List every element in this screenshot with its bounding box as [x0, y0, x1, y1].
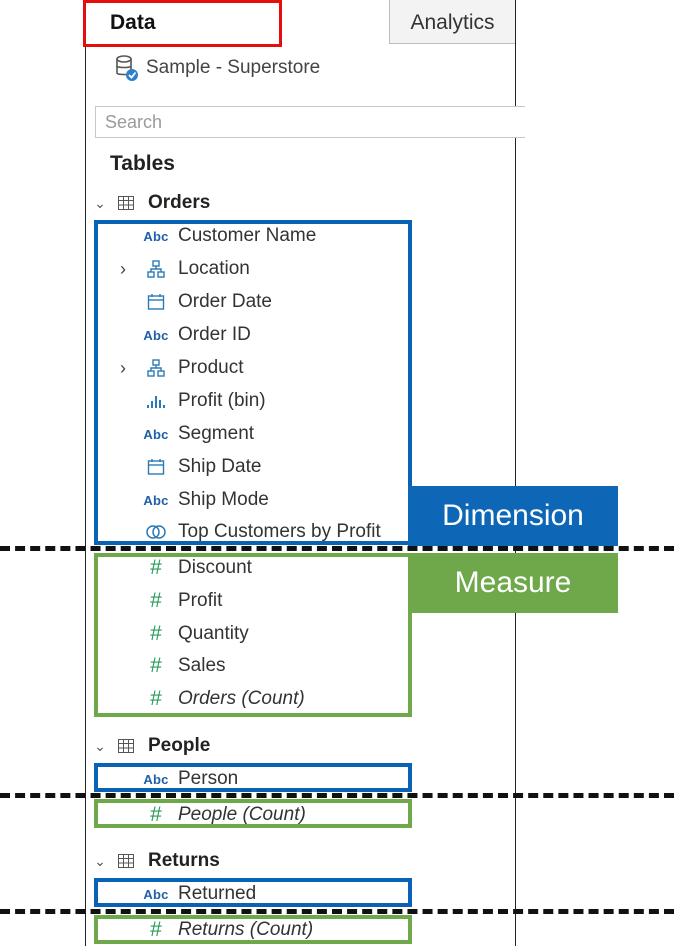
table-name: People	[148, 735, 211, 756]
field-top-customers-by-profit[interactable]: Top Customers by Profit	[112, 516, 412, 548]
string-type-icon: Abc	[143, 492, 169, 508]
field-person[interactable]: Abc Person	[143, 768, 239, 789]
table-icon	[118, 196, 134, 210]
field-ship-date[interactable]: Ship Date	[112, 451, 412, 483]
field-sales[interactable]: # Sales	[150, 654, 226, 677]
datasource-name: Sample - Superstore	[146, 57, 321, 78]
field-discount[interactable]: # Discount	[150, 556, 252, 579]
number-type-icon: #	[150, 654, 162, 677]
number-type-icon: #	[150, 622, 162, 645]
string-type-icon: Abc	[143, 771, 169, 787]
search-input[interactable]	[95, 106, 525, 138]
table-icon	[118, 739, 134, 753]
separator-dashed	[0, 909, 674, 914]
string-type-icon: Abc	[143, 886, 169, 902]
chevron-right-icon[interactable]: ›	[120, 357, 126, 378]
calendar-icon	[147, 459, 165, 475]
hierarchy-icon	[147, 260, 165, 278]
number-type-icon: #	[150, 556, 162, 579]
field-profit[interactable]: # Profit	[150, 589, 223, 612]
bin-bars-icon	[147, 396, 165, 408]
chevron-right-icon[interactable]: ›	[120, 258, 126, 279]
returns-measures-box	[94, 915, 412, 944]
field-segment[interactable]: Abc Segment	[143, 423, 255, 444]
dimension-legend: Dimension	[408, 486, 618, 546]
table-name: Returns	[148, 850, 220, 871]
measure-legend: Measure	[408, 553, 618, 613]
separator-dashed	[0, 546, 674, 551]
table-name: Orders	[148, 192, 211, 213]
table-people[interactable]: ⌄ People	[92, 731, 210, 761]
chevron-down-icon[interactable]: ⌄	[94, 194, 106, 211]
data-tab-highlight-box	[83, 0, 282, 47]
field-orders-count[interactable]: # Orders (Count)	[150, 687, 305, 710]
table-icon	[118, 854, 134, 868]
field-profit-bin[interactable]: Profit (bin)	[112, 385, 412, 417]
field-order-id[interactable]: Abc Order ID	[143, 324, 251, 345]
hierarchy-icon	[147, 359, 165, 377]
field-ship-mode[interactable]: Abc Ship Mode	[143, 489, 269, 510]
string-type-icon: Abc	[143, 228, 169, 244]
chevron-down-icon[interactable]: ⌄	[94, 737, 106, 754]
string-type-icon: Abc	[143, 327, 169, 343]
set-icon	[146, 525, 166, 539]
separator-dashed	[0, 793, 674, 798]
field-returns-count[interactable]: # Returns (Count)	[150, 918, 314, 941]
field-order-date[interactable]: Order Date	[112, 286, 412, 318]
field-location[interactable]: › Location	[112, 253, 412, 285]
field-people-count[interactable]: # People (Count)	[150, 803, 306, 826]
number-type-icon: #	[150, 589, 162, 612]
orders-measures-box	[94, 553, 412, 717]
chevron-down-icon[interactable]: ⌄	[94, 852, 106, 869]
field-customer-name[interactable]: Abc Customer Name	[143, 225, 317, 246]
calendar-icon	[147, 294, 165, 310]
orders-dimensions-box	[94, 220, 412, 545]
database-check-icon	[116, 55, 138, 81]
table-orders[interactable]: ⌄ Orders	[92, 188, 210, 218]
number-type-icon: #	[150, 803, 162, 826]
people-measures-box	[94, 799, 412, 828]
tab-data[interactable]: Data	[110, 11, 156, 34]
string-type-icon: Abc	[143, 426, 169, 442]
field-quantity[interactable]: # Quantity	[150, 622, 249, 645]
field-returned[interactable]: Abc Returned	[143, 883, 257, 904]
number-type-icon: #	[150, 687, 162, 710]
datasource[interactable]: Sample - Superstore	[114, 53, 320, 83]
returns-dimensions-box	[94, 878, 412, 907]
tab-analytics[interactable]: Analytics	[389, 0, 515, 44]
field-product[interactable]: › Product	[112, 352, 412, 384]
people-dimensions-box	[94, 763, 412, 792]
number-type-icon: #	[150, 918, 162, 941]
tables-heading: Tables	[110, 152, 175, 175]
table-returns[interactable]: ⌄ Returns	[92, 846, 220, 876]
